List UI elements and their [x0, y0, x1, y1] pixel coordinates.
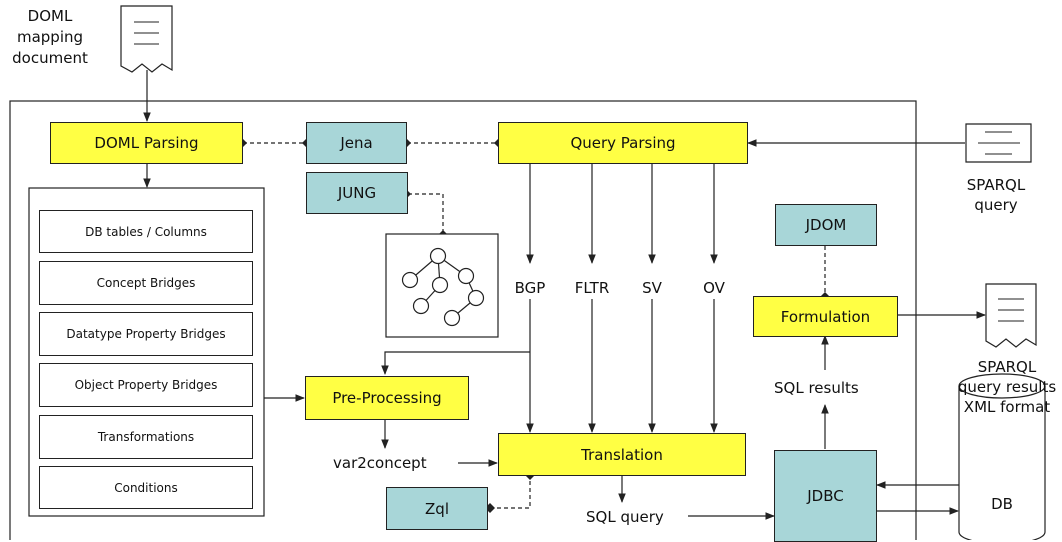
- pre-processing-box: Pre-Processing: [305, 376, 469, 420]
- query-part-sv: SV: [642, 279, 662, 297]
- var2concept-label: var2concept: [333, 454, 427, 472]
- sql-results-label: SQL results: [774, 379, 859, 397]
- edge-jung-graph: [408, 193, 444, 233]
- jung-box: JUNG: [306, 172, 408, 214]
- jdom-box: JDOM: [775, 204, 877, 246]
- doml-element-item: Conditions: [39, 466, 253, 509]
- graph-tree-icon: [401, 247, 485, 327]
- translation-box: Translation: [498, 433, 746, 476]
- sparql-query-label: SPARQL query: [956, 175, 1036, 215]
- sparql-results-line: SPARQL: [977, 358, 1037, 376]
- jdbc-box: JDBC: [774, 450, 877, 542]
- doml-element-item: Transformations: [39, 415, 253, 459]
- doml-element-item: Object Property Bridges: [39, 363, 253, 407]
- query-parsing-box: Query Parsing: [498, 122, 748, 164]
- doml-document-icon: [120, 5, 173, 73]
- doml-doc-line: mapping: [16, 28, 84, 46]
- sparql-query-line: query: [974, 196, 1018, 214]
- sql-query-label: SQL query: [586, 508, 664, 526]
- edge-bgp-to-preprocessing: [381, 351, 530, 375]
- query-part-ov: OV: [703, 279, 725, 297]
- query-part-fltr: FLTR: [574, 279, 610, 297]
- doml-doc-line: DOML: [27, 7, 73, 25]
- sparql-results-icon: [985, 283, 1037, 348]
- doml-parsing-box: DOML Parsing: [50, 122, 243, 164]
- doml-document-label: DOML mapping document: [8, 6, 92, 69]
- jena-box: Jena: [306, 122, 407, 164]
- sparql-results-label: SPARQL query results XML format: [951, 357, 1062, 417]
- edge-zql-translation: [490, 476, 531, 509]
- doml-element-item: Concept Bridges: [39, 261, 253, 305]
- sparql-query-icon: [965, 123, 1032, 163]
- system-frame: [9, 100, 917, 540]
- doml-element-item: Datatype Property Bridges: [39, 312, 253, 356]
- doml-element-item: DB tables / Columns: [39, 210, 253, 253]
- doml-doc-line: document: [12, 49, 88, 67]
- db-cylinder-icon: [958, 373, 1046, 540]
- db-label: DB: [991, 495, 1013, 513]
- sparql-results-line: query results: [957, 378, 1057, 396]
- zql-box: Zql: [386, 487, 488, 530]
- formulation-box: Formulation: [753, 296, 898, 337]
- query-part-bgp: BGP: [514, 279, 546, 297]
- sparql-query-line: SPARQL: [966, 176, 1026, 194]
- sparql-results-line: XML format: [963, 398, 1051, 416]
